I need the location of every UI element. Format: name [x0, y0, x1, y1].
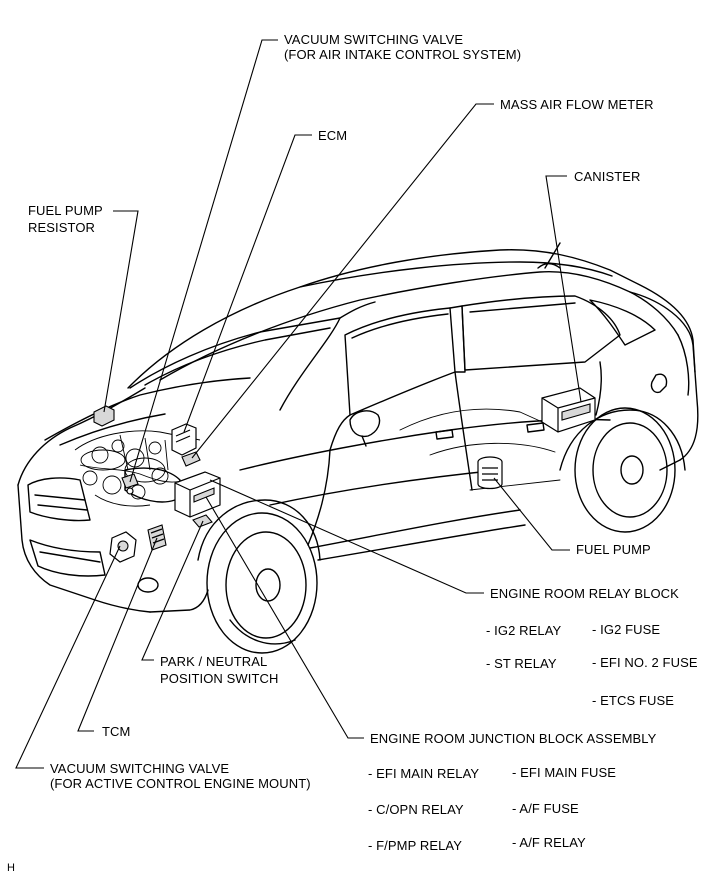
park-neutral-switch-label-line2: POSITION SWITCH [160, 671, 279, 686]
junction-block-item: - A/F FUSE [512, 801, 579, 816]
relay-block-item: - ETCS FUSE [592, 693, 674, 708]
relay-block-item: - IG2 RELAY [486, 623, 562, 638]
engine-room-relay-block-shape [174, 471, 221, 518]
fuel-pump-label: FUEL PUMP [576, 542, 651, 557]
fuel-pump-resistor-shape [93, 405, 115, 427]
vsv-engine-mount-label-line2: (FOR ACTIVE CONTROL ENGINE MOUNT) [50, 776, 311, 791]
junction-block-item: - EFI MAIN FUSE [512, 765, 617, 780]
junction-block-item: - EFI MAIN RELAY [368, 766, 480, 781]
ecm-label: ECM [318, 128, 348, 143]
relay-block-item: - EFI NO. 2 FUSE [592, 655, 698, 670]
ecm-shape [171, 423, 197, 456]
vsv-engine-mount-label-line1: VACUUM SWITCHING VALVE [50, 761, 230, 776]
vsv-air-intake-shape [121, 473, 139, 495]
engine-bay-illustration [74, 430, 201, 507]
mass-air-flow-meter-shape [181, 451, 201, 467]
vsv-air-intake-label-line1: VACUUM SWITCHING VALVE [284, 32, 464, 47]
leader-lines [15, 39, 582, 769]
figure-code: H [7, 862, 16, 874]
relay-block-item: - ST RELAY [486, 656, 557, 671]
tcm-shape [147, 524, 167, 551]
engine-room-relay-block-label: ENGINE ROOM RELAY BLOCK [490, 586, 679, 601]
mass-air-flow-meter-label: MASS AIR FLOW METER [500, 97, 654, 112]
vsv-air-intake-label-line2: (FOR AIR INTAKE CONTROL SYSTEM) [284, 47, 522, 62]
vsv-engine-mount-shape [109, 531, 137, 563]
fuel-pump-resistor-label-line1: FUEL PUMP [28, 203, 103, 218]
relay-block-item: - IG2 FUSE [592, 622, 661, 637]
junction-block-item: - C/OPN RELAY [368, 802, 464, 817]
tcm-label: TCM [102, 724, 131, 739]
park-neutral-switch-label-line1: PARK / NEUTRAL [160, 654, 268, 669]
fuel-pump-resistor-label-line2: RESISTOR [28, 220, 96, 235]
junction-block-item: - F/PMP RELAY [368, 838, 463, 853]
fuel-pump-shape [477, 456, 503, 490]
engine-room-junction-block-label: ENGINE ROOM JUNCTION BLOCK ASSEMBLY [370, 731, 657, 746]
canister-shape [541, 387, 596, 433]
canister-label: CANISTER [574, 169, 641, 184]
junction-block-item: - A/F RELAY [512, 835, 586, 850]
vehicle-illustration [17, 242, 699, 654]
